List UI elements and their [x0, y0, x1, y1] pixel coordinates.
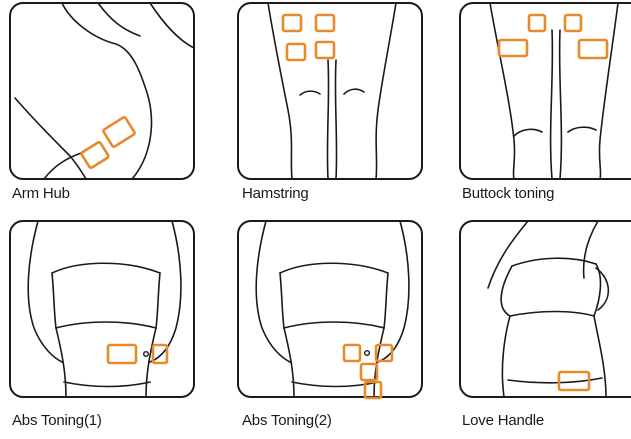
abs-toning-1-illustration — [0, 218, 200, 439]
knee-crease — [344, 89, 364, 94]
bandeau-bottom — [510, 312, 594, 317]
right-leg-outline — [599, 3, 618, 179]
electrode-pad — [499, 40, 527, 56]
panel-caption: Buttock toning — [462, 185, 554, 202]
inner-leg-outline — [335, 60, 336, 179]
inner-leg-outline — [327, 60, 328, 179]
waist-outline — [56, 328, 66, 397]
arm-hub-illustration — [0, 0, 200, 205]
bust-outline — [52, 273, 56, 328]
bust-outline — [156, 273, 160, 328]
inner-leg-outline — [560, 30, 562, 179]
panel-frame — [238, 3, 422, 179]
electrode-pad — [344, 345, 360, 361]
electrode-pad — [316, 15, 334, 31]
panel-frame — [238, 221, 422, 397]
panel-frame — [10, 221, 194, 397]
abs-toning-2-illustration — [228, 218, 428, 439]
electrode-pad — [529, 15, 545, 31]
panel-caption: Love Handle — [462, 412, 544, 429]
left-arm-outline — [28, 221, 62, 362]
panel-love-handle: Love Handle — [448, 218, 631, 439]
panel-abs-toning-1: Abs Toning(1) — [0, 218, 200, 439]
panel-caption: Arm Hub — [12, 185, 70, 202]
panel-frame — [10, 3, 194, 179]
navel-marker — [144, 352, 149, 357]
panel-caption: Hamstring — [242, 185, 309, 202]
electrode-pad — [81, 142, 109, 169]
bandeau-top — [280, 263, 388, 273]
raised-arm-outline — [584, 221, 598, 278]
panel-frame — [460, 221, 631, 397]
love-handle-illustration — [448, 218, 631, 439]
gluteal-fold — [568, 127, 596, 132]
navel-marker — [365, 351, 370, 356]
shoulder-outline — [150, 3, 194, 48]
electrode-pad — [287, 44, 305, 60]
panel-caption: Abs Toning(1) — [12, 412, 102, 429]
bandeau-bottom — [56, 322, 156, 328]
electrode-pad — [283, 15, 301, 31]
hip-outline — [502, 316, 510, 397]
panel-hamstring: Hamstring — [228, 0, 428, 205]
right-leg-outline — [376, 3, 396, 179]
gluteal-fold — [514, 129, 542, 136]
bandeau-top — [52, 263, 160, 273]
waistband — [64, 382, 150, 387]
knee-crease — [300, 91, 320, 95]
electrode-pads — [81, 117, 135, 169]
panel-caption: Abs Toning(2) — [242, 412, 332, 429]
waist-outline — [284, 328, 294, 397]
raised-arm-outline — [488, 221, 528, 288]
hamstring-illustration — [228, 0, 428, 205]
panel-arm-hub: Arm Hub — [0, 0, 200, 205]
waist-outline — [374, 328, 384, 397]
inner-leg-outline — [551, 30, 553, 179]
bandeau-bottom — [284, 322, 384, 328]
electrode-pad — [103, 117, 136, 148]
hip-outline — [594, 316, 606, 397]
panel-buttock-toning: Buttock toning — [448, 0, 631, 205]
electrode-pad — [565, 15, 581, 31]
left-leg-outline — [490, 3, 515, 179]
arm-outline — [98, 3, 140, 36]
electrode-pad — [108, 345, 136, 363]
right-arm-outline — [150, 221, 181, 362]
left-leg-outline — [268, 3, 292, 179]
right-arm-outline — [378, 221, 409, 362]
panel-abs-toning-2: Abs Toning(2) — [228, 218, 428, 439]
bust-outline — [280, 273, 284, 328]
torso-outline — [15, 98, 86, 179]
left-arm-outline — [256, 221, 290, 362]
torso-outline — [501, 266, 512, 316]
bust-outline — [384, 273, 388, 328]
electrode-pad — [316, 42, 334, 58]
electrode-pad — [579, 40, 607, 58]
buttock-toning-illustration — [448, 0, 631, 205]
